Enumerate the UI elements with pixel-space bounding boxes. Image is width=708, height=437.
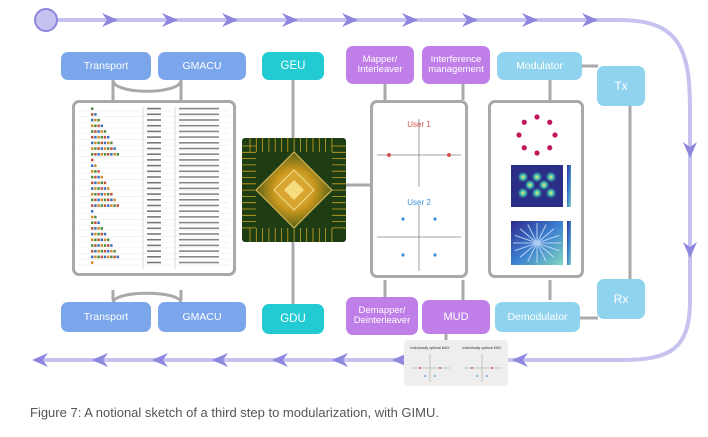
interference-management-block[interactable]: Interference management: [422, 46, 490, 84]
loop-arrowhead: [522, 13, 538, 27]
loop-arrowhead: [462, 13, 478, 27]
mapper-interleaver-label: Mapper/ Interleaver: [357, 53, 403, 75]
chip-image: [242, 138, 346, 242]
loop-arrowhead: [342, 13, 358, 27]
loop-arrowhead: [582, 13, 598, 27]
loop-right-path: [619, 18, 692, 362]
user1-point-right: [447, 153, 451, 157]
rx-label: Rx: [613, 292, 629, 306]
transport-block-bottom[interactable]: Transport: [61, 302, 151, 332]
constellation-panel: User 1 User 2: [370, 100, 468, 278]
allocation-table-graphic: [79, 107, 229, 269]
modulation-plots-panel: [488, 100, 584, 278]
loop-start-circle: [34, 8, 58, 32]
mud-inset-graphic: Individually optimal MAX Individually op…: [410, 346, 502, 382]
transport-label-bottom: Transport: [83, 311, 129, 323]
modulator-label: Modulator: [516, 60, 563, 72]
loop-arrowhead: [272, 353, 288, 367]
gdu-block[interactable]: GDU: [262, 304, 324, 334]
mud-block[interactable]: MUD: [422, 300, 490, 334]
rx-block[interactable]: Rx: [597, 279, 645, 319]
gdu-label: GDU: [280, 313, 306, 325]
tx-block[interactable]: Tx: [597, 66, 645, 106]
mud-label: MUD: [443, 310, 469, 323]
demapper-deinterleaver-label: Demapper/ Deinterleaver: [353, 304, 411, 326]
transport-label-top: Transport: [83, 60, 129, 72]
loop-arrowhead: [212, 353, 228, 367]
loop-arrowhead: [152, 353, 168, 367]
interference-management-label: Interference management: [428, 53, 484, 75]
allocation-table-panel: [72, 100, 236, 276]
gmacu-block-top[interactable]: GMACU: [158, 52, 246, 80]
geu-block[interactable]: GEU: [262, 52, 324, 80]
figure-caption: Figure 7: A notional sketch of a third s…: [30, 405, 439, 420]
modulation-plots-graphic: [511, 114, 571, 265]
loop-arrowhead: [32, 353, 48, 367]
demapper-deinterleaver-block[interactable]: Demapper/ Deinterleaver: [346, 297, 418, 335]
user2-label: User 2: [407, 198, 431, 207]
mud-inset-panel: Individually optimal MAX Individually op…: [404, 340, 508, 386]
transport-block-top[interactable]: Transport: [61, 52, 151, 80]
user1-label: User 1: [407, 120, 431, 129]
user1-point-left: [387, 153, 391, 157]
loop-arrowhead: [512, 353, 528, 367]
demodulator-block[interactable]: Demodulator: [495, 302, 580, 332]
loop-arrowhead: [162, 13, 178, 27]
loop-arrowhead: [102, 13, 118, 27]
gmacu-block-bottom[interactable]: GMACU: [158, 302, 246, 332]
loop-arrowhead: [282, 13, 298, 27]
loop-arrowhead: [683, 242, 697, 258]
loop-arrowhead: [332, 353, 348, 367]
constellation-graphic: User 1 User 2: [377, 119, 461, 271]
gmacu-label-top: GMACU: [182, 60, 222, 72]
loop-arrowhead: [222, 13, 238, 27]
loop-arrowhead: [683, 142, 697, 158]
tx-label: Tx: [614, 79, 628, 93]
modulator-block[interactable]: Modulator: [497, 52, 582, 80]
mud-inset-left-title: Individually optimal MAX: [410, 346, 450, 350]
mud-inset-right-title: Individually optimal MAX: [462, 346, 502, 350]
loop-arrowhead: [92, 353, 108, 367]
gmacu-label-bottom: GMACU: [182, 311, 222, 323]
geu-label: GEU: [280, 60, 306, 72]
chip-panel: [242, 138, 346, 242]
demodulator-label: Demodulator: [507, 311, 568, 323]
mapper-interleaver-block[interactable]: Mapper/ Interleaver: [346, 46, 414, 84]
loop-arrowhead: [402, 13, 418, 27]
